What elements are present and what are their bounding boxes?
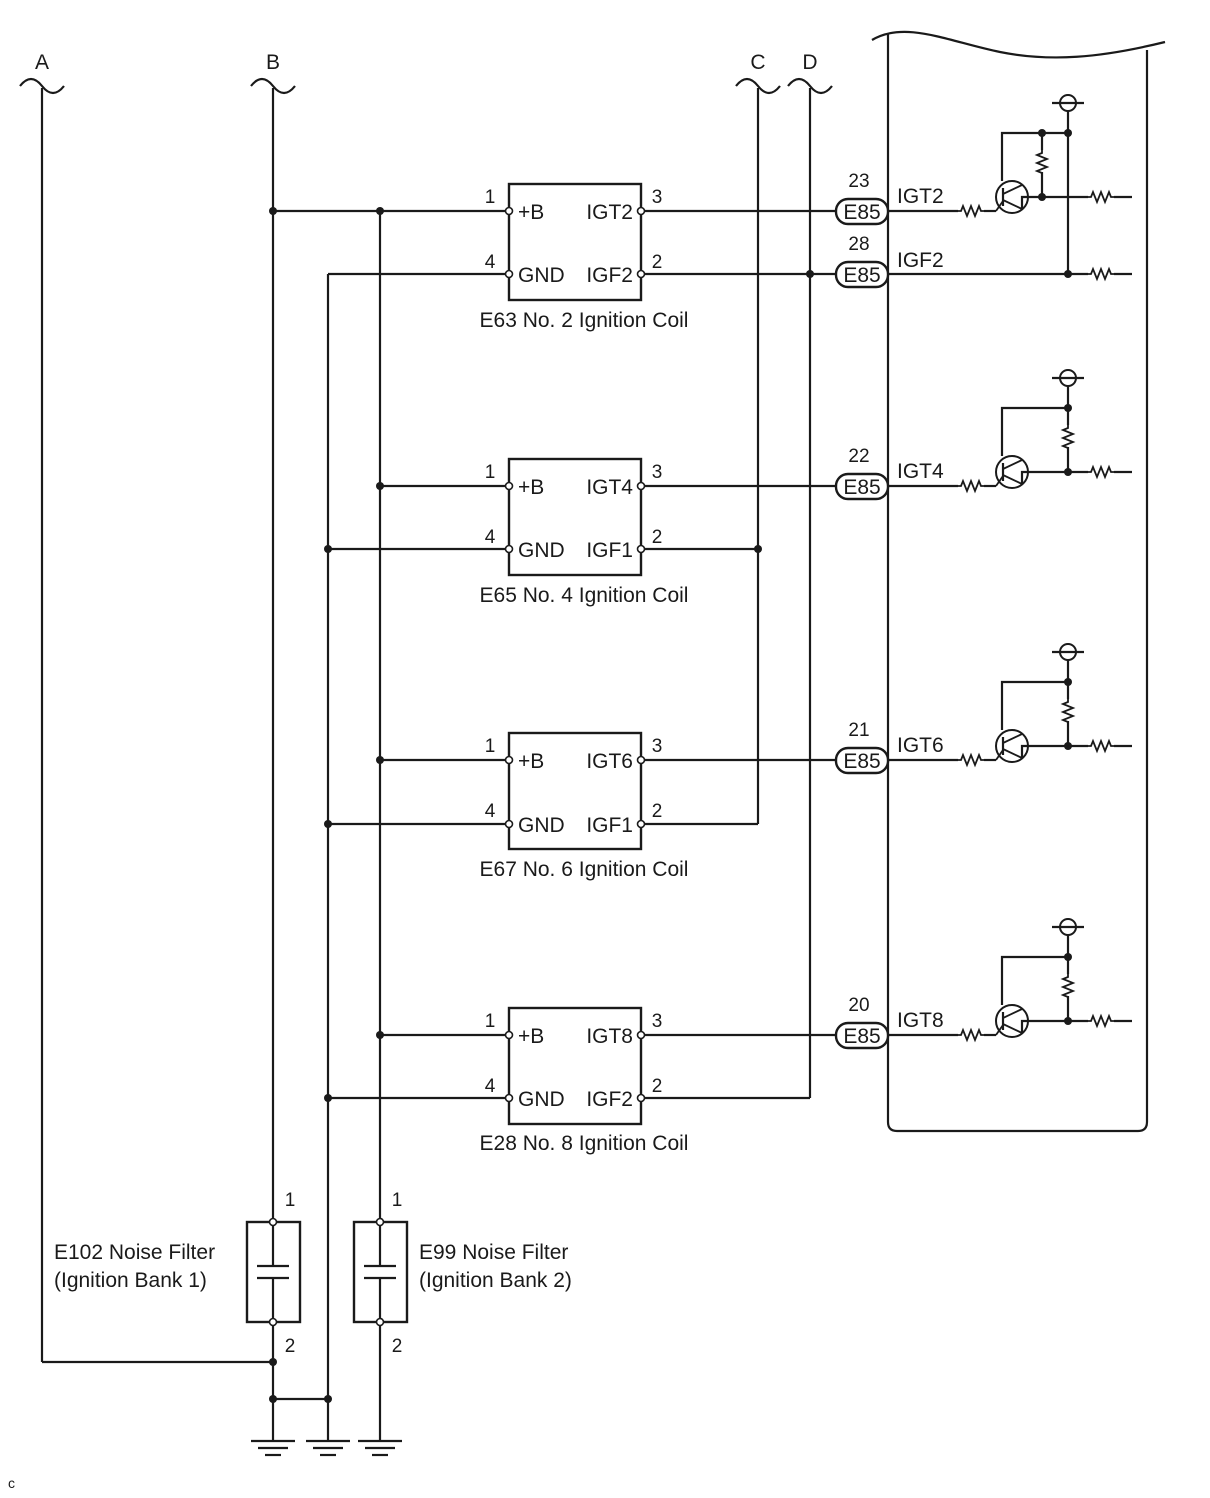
ecu-connector-20: E85 20 IGT8 — [834, 995, 944, 1050]
coil-e28: 1 4 3 2 +B GND IGT8 IGF2 E28 No. 8 Ignit… — [480, 1006, 689, 1155]
bus-d: D — [787, 51, 833, 95]
pin-number: 4 — [485, 527, 496, 548]
coil-name: E63 No. 2 Ignition Coil — [480, 309, 689, 332]
coil-e65: 1 4 3 2 +B GND IGT4 IGF1 E65 No. 4 Ignit… — [480, 457, 689, 607]
pin-number: 2 — [652, 527, 663, 548]
connector-id: E85 — [843, 201, 880, 224]
resistor-icon — [1088, 464, 1114, 480]
resistor-icon — [1088, 266, 1114, 282]
resistor-icon — [958, 752, 984, 768]
pin-number: 4 — [485, 1076, 496, 1097]
connector-pin: 28 — [848, 234, 869, 255]
pin-label-b: +B — [518, 201, 544, 224]
pin-number: 4 — [485, 252, 496, 273]
connector-id: E85 — [843, 476, 880, 499]
ground-symbol — [358, 1439, 402, 1457]
filter-label: E99 Noise Filter — [419, 1241, 568, 1264]
pin-label-igt: IGT8 — [586, 1025, 633, 1048]
bus-label-b: B — [266, 51, 280, 74]
resistor-icon — [1060, 974, 1076, 1000]
resistor-icon — [1088, 738, 1114, 754]
corner-mark: c — [8, 1475, 15, 1491]
pin-label-gnd: GND — [518, 539, 565, 562]
pin-label-igf: IGF2 — [586, 264, 633, 287]
pin-label-igt: IGT6 — [586, 750, 633, 773]
filter-sublabel: (Ignition Bank 2) — [419, 1269, 572, 1292]
pin-number: 3 — [652, 187, 663, 208]
noise-filter-e102: 1 2 E102 Noise Filter (Ignition Bank 1) — [54, 1190, 302, 1440]
pin-label-igf: IGF1 — [586, 814, 633, 837]
pin-label-igf: IGF2 — [586, 1088, 633, 1111]
coil-e63: 1 4 3 2 +B GND IGT2 IGF2 E63 No. 2 Ignit… — [480, 182, 689, 332]
pin-number: 2 — [652, 1076, 663, 1097]
filter-label: E102 Noise Filter — [54, 1241, 215, 1264]
pin-label-b: +B — [518, 1025, 544, 1048]
connector-id: E85 — [843, 750, 880, 773]
signal-label: IGT2 — [897, 185, 944, 208]
bus-label-d: D — [802, 51, 817, 74]
resistor-icon — [1060, 699, 1076, 725]
ecm-internal-circuits — [888, 94, 1132, 1043]
pin-number: 2 — [285, 1336, 296, 1357]
resistor-icon — [958, 203, 984, 219]
pin-number: 2 — [392, 1336, 403, 1357]
signal-label: IGT4 — [897, 460, 944, 483]
connector-pin: 20 — [848, 995, 869, 1016]
ecu-connector-23: E85 23 IGT2 — [834, 171, 944, 226]
pin-label-gnd: GND — [518, 814, 565, 837]
pin-number: 1 — [485, 736, 496, 757]
bus-a: A — [19, 51, 65, 95]
pin-number: 1 — [485, 1011, 496, 1032]
resistor-icon — [958, 1027, 984, 1043]
connector-id: E85 — [843, 264, 880, 287]
coil-name: E67 No. 6 Ignition Coil — [480, 858, 689, 881]
bus-label-a: A — [35, 51, 49, 74]
pin-number: 2 — [652, 801, 663, 822]
pin-number: 4 — [485, 801, 496, 822]
signal-label: IGF2 — [897, 249, 944, 272]
ecu-connector-21: E85 21 IGT6 — [834, 720, 944, 775]
pin-label-igt: IGT2 — [586, 201, 633, 224]
pin-label-b: +B — [518, 476, 544, 499]
coil-e67: 1 4 3 2 +B GND IGT6 IGF1 E67 No. 6 Ignit… — [480, 731, 689, 881]
pin-number: 1 — [392, 1190, 403, 1211]
connector-pin: 22 — [848, 446, 869, 467]
coil-name: E28 No. 8 Ignition Coil — [480, 1132, 689, 1155]
resistor-icon — [1088, 1013, 1114, 1029]
ecu-connector-28: E85 28 IGF2 — [834, 234, 944, 289]
coil-name: E65 No. 4 Ignition Coil — [480, 584, 689, 607]
pin-number: 3 — [652, 1011, 663, 1032]
pin-number: 1 — [285, 1190, 296, 1211]
ecm-enclosure — [871, 30, 1166, 1133]
pin-number: 2 — [652, 252, 663, 273]
pin-number: 1 — [485, 187, 496, 208]
connector-pin: 21 — [848, 720, 869, 741]
pin-label-igf: IGF1 — [586, 539, 633, 562]
pin-label-gnd: GND — [518, 1088, 565, 1111]
connector-id: E85 — [843, 1025, 880, 1048]
pin-number: 3 — [652, 462, 663, 483]
connector-pin: 23 — [848, 171, 869, 192]
resistor-icon — [958, 478, 984, 494]
pin-label-igt: IGT4 — [586, 476, 633, 499]
ecu-connector-22: E85 22 IGT4 — [834, 446, 944, 501]
pin-number: 1 — [485, 462, 496, 483]
pin-label-gnd: GND — [518, 264, 565, 287]
filter-sublabel: (Ignition Bank 1) — [54, 1269, 207, 1292]
bus-c: C — [735, 51, 781, 95]
signal-label: IGT8 — [897, 1009, 944, 1032]
pin-label-b: +B — [518, 750, 544, 773]
bus-b: B — [250, 51, 296, 95]
resistor-icon — [1088, 189, 1114, 205]
bus-label-c: C — [750, 51, 765, 74]
resistor-icon — [1034, 150, 1050, 176]
ground-symbol — [251, 1439, 295, 1457]
pin-number: 3 — [652, 736, 663, 757]
noise-filter-e99: 1 2 E99 Noise Filter (Ignition Bank 2) — [352, 1190, 572, 1440]
ground-symbol — [306, 1439, 350, 1457]
resistor-icon — [1060, 425, 1076, 451]
signal-label: IGT6 — [897, 734, 944, 757]
